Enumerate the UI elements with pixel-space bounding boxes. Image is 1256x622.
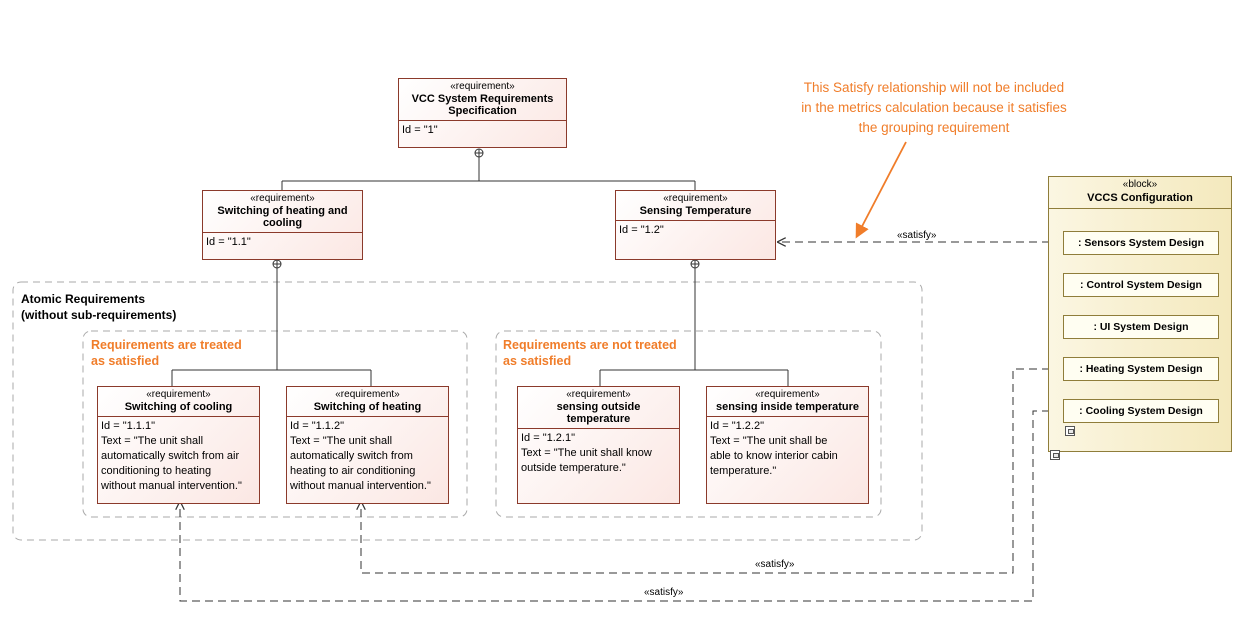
requirement-id: Id = "1.2"	[619, 224, 664, 236]
satisfy-heating-line[interactable]	[361, 368, 1063, 574]
requirement-text: temperature."	[710, 465, 777, 477]
requirement-id: Id = "1.1.2"	[290, 420, 344, 432]
requirement-name: Switching of cooling	[124, 401, 233, 413]
requirement-text: without manual intervention."	[101, 480, 242, 492]
requirement-id: Id = "1.1.1"	[101, 420, 155, 432]
requirement-name: temperature	[566, 413, 631, 425]
stereotype-label: «requirement»	[146, 389, 211, 400]
stereotype-label: «requirement»	[663, 193, 728, 204]
containment-1-2	[599, 259, 789, 386]
requirement-text: able to know interior cabin	[710, 450, 838, 462]
part-heating-system-design[interactable]: : Heating System Design	[1063, 357, 1219, 381]
requirement-text: Text = "The unit shall know	[521, 447, 652, 459]
part-ui-system-design[interactable]: : UI System Design	[1063, 315, 1219, 339]
requirement-text: Text = "The unit shall be	[710, 435, 828, 447]
requirement-1-2[interactable]: «requirement» Sensing Temperature Id = "…	[615, 190, 776, 260]
diagram-link-icon[interactable]	[1065, 426, 1075, 436]
part-control-system-design[interactable]: : Control System Design	[1063, 273, 1219, 297]
requirement-text: without manual intervention."	[290, 480, 431, 492]
not-treated-group-title: Requirements are not treated as satisfie…	[503, 337, 677, 369]
part-sensors-system-design[interactable]: : Sensors System Design	[1063, 231, 1219, 255]
treated-group-frame	[82, 330, 468, 518]
satisfy-label: «satisfy»	[755, 559, 795, 570]
requirement-text: Text = "The unit shall	[101, 435, 204, 447]
requirement-1-2-2[interactable]: «requirement» sensing inside temperature…	[706, 386, 869, 504]
satisfy-label: «satisfy»	[644, 587, 684, 598]
atomic-requirements-title: Atomic Requirements (without sub-require…	[21, 291, 176, 323]
note-line: the grouping requirement	[858, 120, 1010, 135]
requirement-1-1[interactable]: «requirement» Switching of heating and c…	[202, 190, 363, 260]
treated-group-title: Requirements are treated as satisfied	[91, 337, 242, 369]
satisfy-label: «satisfy»	[897, 230, 937, 241]
requirement-name: cooling	[262, 217, 303, 229]
requirement-1-2-1[interactable]: «requirement» sensing outside temperatur…	[517, 386, 680, 504]
requirement-text: automatically switch from air	[101, 450, 240, 462]
package-title-line: (without sub-requirements)	[21, 308, 177, 322]
group-title-line: as satisfied	[503, 354, 572, 368]
requirement-text: Text = "The unit shall	[290, 435, 393, 447]
note-arrow	[855, 141, 907, 239]
metrics-note: This Satisfy relationship will not be in…	[780, 78, 1088, 138]
note-line: This Satisfy relationship will not be in…	[803, 80, 1065, 95]
part-cooling-system-design[interactable]: : Cooling System Design	[1063, 399, 1219, 423]
requirement-name: Sensing Temperature	[639, 205, 752, 217]
requirement-text: conditioning to heating	[101, 465, 212, 477]
package-title-line: Atomic Requirements	[21, 292, 146, 306]
stereotype-label: «requirement»	[450, 81, 515, 92]
containment-1	[281, 148, 696, 190]
stereotype-label: «requirement»	[250, 193, 315, 204]
block-name: VCCS Configuration	[1087, 192, 1193, 204]
stereotype-label: «requirement»	[335, 389, 400, 400]
requirement-text: automatically switch from	[290, 450, 413, 462]
requirement-name: VCC System Requirements	[411, 93, 554, 105]
requirement-1[interactable]: «requirement» VCC System Requirements Sp…	[398, 78, 567, 148]
requirement-id: Id = "1.2.2"	[710, 420, 764, 432]
satisfy-cooling-line[interactable]	[180, 410, 1063, 602]
note-line: in the metrics calculation because it sa…	[801, 100, 1067, 115]
not-treated-group-frame	[495, 330, 882, 518]
block-stereotype: «block»	[1122, 179, 1158, 190]
requirement-id: Id = "1"	[402, 124, 438, 136]
requirement-text: heating to air conditioning	[290, 465, 416, 477]
requirement-id: Id = "1.1"	[206, 236, 251, 248]
requirement-name: Switching of heating	[313, 401, 422, 413]
diagram-link-icon[interactable]	[1050, 450, 1060, 460]
requirement-id: Id = "1.2.1"	[521, 432, 575, 444]
requirement-name: sensing inside temperature	[715, 401, 860, 413]
requirement-1-1-2[interactable]: «requirement» Switching of heating Id = …	[286, 386, 449, 504]
group-title-line: Requirements are treated	[91, 338, 242, 352]
group-title-line: as satisfied	[91, 354, 160, 368]
group-title-line: Requirements are not treated	[503, 338, 677, 352]
requirement-text: outside temperature."	[521, 462, 626, 474]
stereotype-label: «requirement»	[755, 389, 820, 400]
requirement-name: Switching of heating and	[217, 205, 348, 217]
requirement-name: Specification	[448, 105, 517, 117]
atomic-requirements-frame	[12, 281, 923, 541]
stereotype-label: «requirement»	[566, 389, 631, 400]
requirement-1-1-1[interactable]: «requirement» Switching of cooling Id = …	[97, 386, 260, 504]
containment-1-1	[171, 259, 372, 386]
requirement-name: sensing outside	[556, 401, 641, 413]
